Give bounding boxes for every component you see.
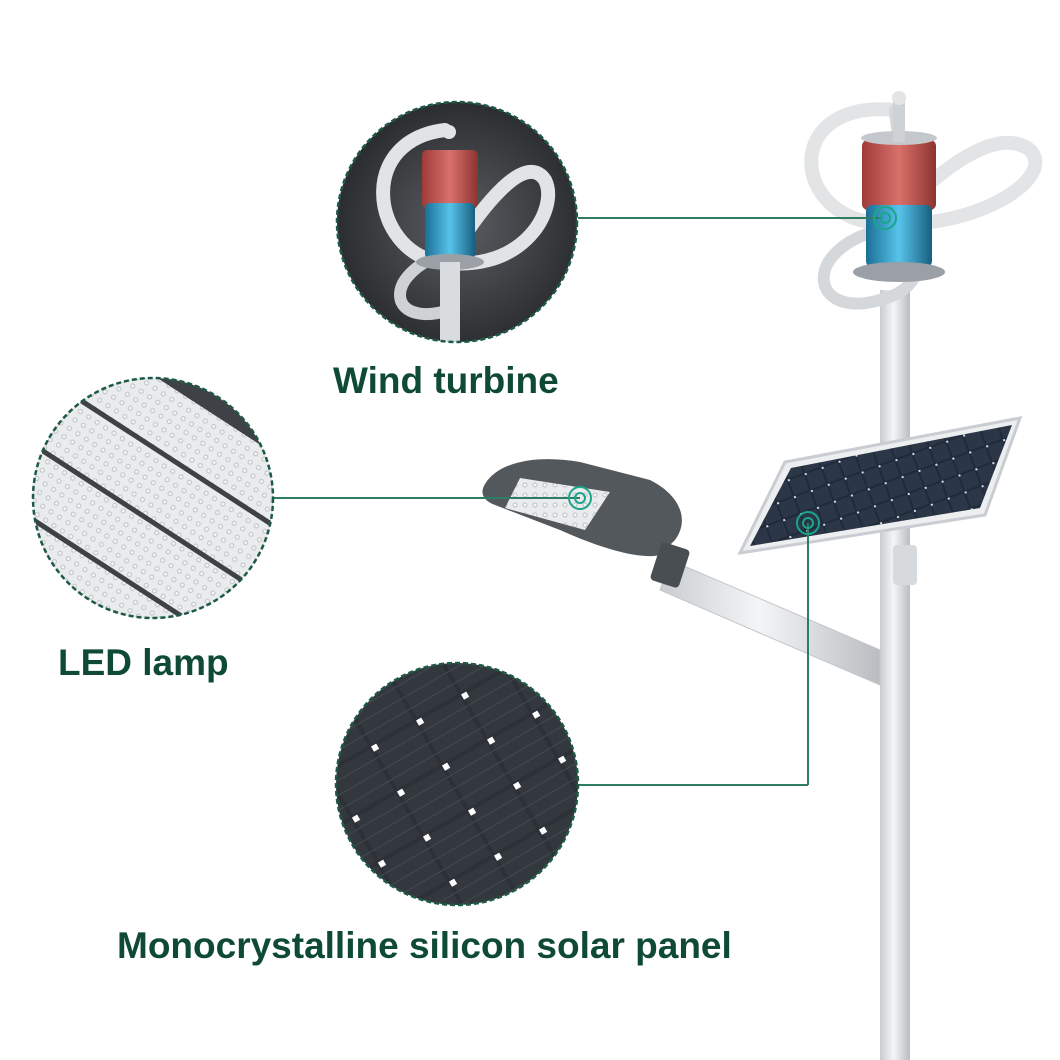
target-marker-icon	[873, 206, 897, 230]
street-light-pole	[880, 290, 917, 1060]
wind-turbine-label: Wind turbine	[333, 360, 559, 401]
solar-panel-callout	[334, 661, 580, 907]
wind-turbine-callout	[335, 100, 579, 344]
target-marker-icon	[568, 486, 592, 510]
lamp-arm	[659, 559, 881, 686]
solar-panel-label: Monocrystalline silicon solar panel	[117, 925, 732, 966]
target-marker-icon	[796, 511, 820, 535]
led-lamp-callout	[31, 376, 275, 620]
led-lamp-label: LED lamp	[58, 642, 229, 683]
wind-turbine-unit	[804, 91, 1043, 310]
led-lamp-unit	[482, 459, 690, 588]
